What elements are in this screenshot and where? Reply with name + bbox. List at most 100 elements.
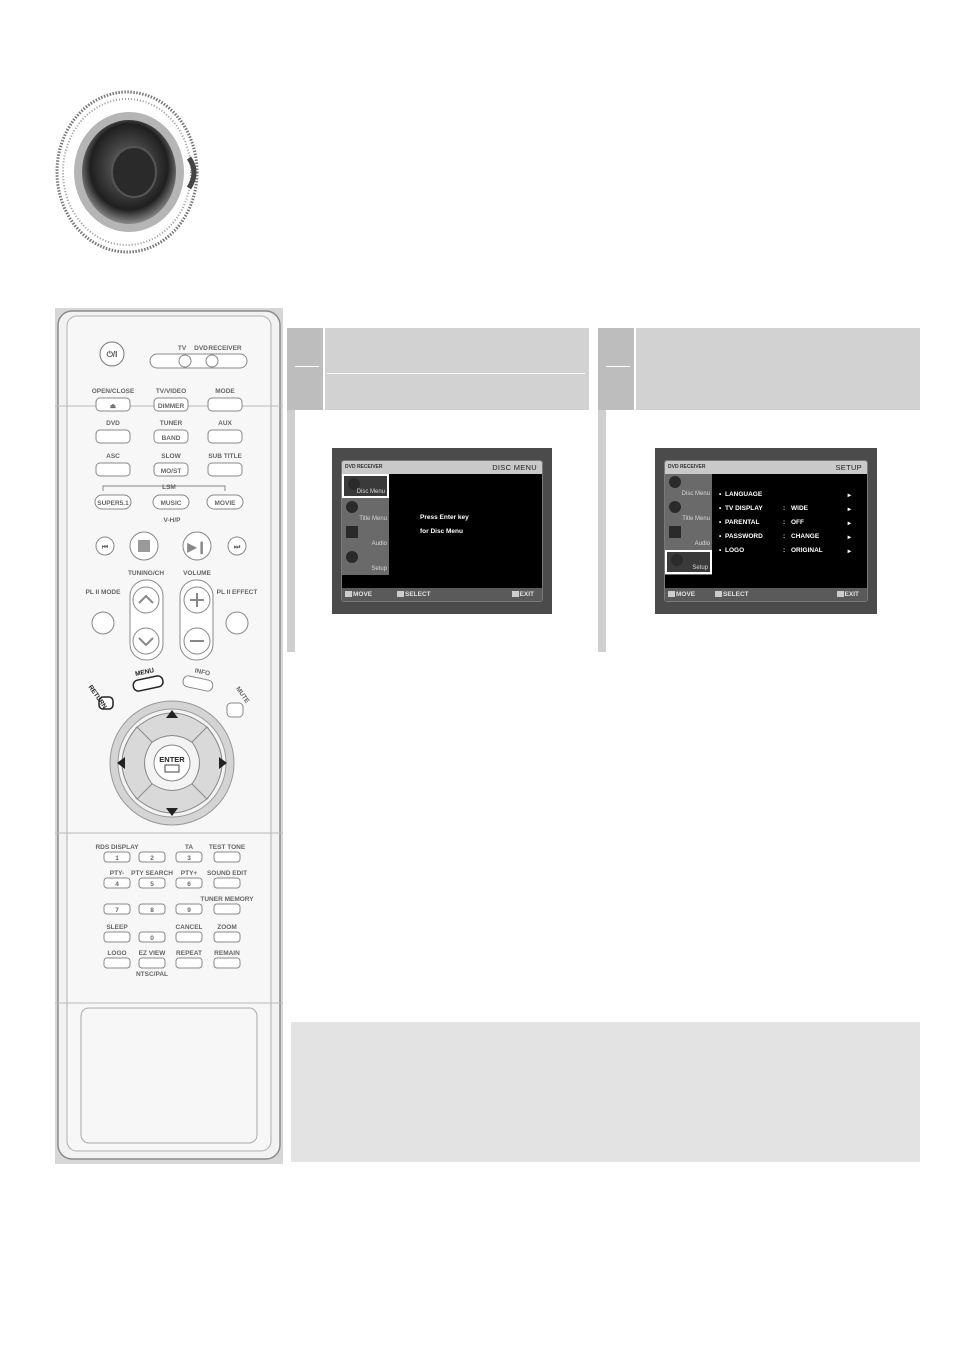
sidebar-item-setup[interactable]: Setup bbox=[665, 550, 712, 574]
sidebar-item-audio[interactable]: Audio bbox=[342, 524, 389, 548]
remote-row3-button-0[interactable]: ASC bbox=[95, 453, 131, 477]
sidebar-item-disc-menu[interactable]: Disc Menu bbox=[342, 474, 389, 498]
lsm-button-1[interactable]: MUSIC bbox=[152, 494, 190, 510]
lsm-button-0[interactable]: SUPER5.1 bbox=[94, 494, 132, 510]
svg-text:9: 9 bbox=[187, 907, 191, 914]
svg-text:6: 6 bbox=[187, 881, 191, 888]
up-arrow-icon bbox=[166, 710, 178, 718]
keypad-row4-key-3[interactable]: ZOOM bbox=[213, 924, 241, 943]
svg-text:0: 0 bbox=[150, 935, 154, 942]
directional-pad[interactable]: ENTER bbox=[109, 700, 235, 826]
svg-text:MO/ST: MO/ST bbox=[161, 468, 182, 475]
info-button[interactable]: INFO bbox=[182, 667, 214, 692]
svg-text:ZOOM: ZOOM bbox=[217, 924, 237, 931]
step-panel-right bbox=[598, 328, 920, 652]
svg-text:PTY+: PTY+ bbox=[181, 870, 198, 877]
keypad-row1-key-1[interactable]: 2 bbox=[138, 851, 166, 863]
pl-mode-label: PL II MODE bbox=[86, 589, 122, 596]
speaker-icon bbox=[669, 526, 681, 538]
svg-text:7: 7 bbox=[115, 907, 119, 914]
disc-logo bbox=[55, 90, 199, 254]
pl-mode-button[interactable] bbox=[91, 611, 115, 635]
setup-row-password[interactable]: •PASSWORD :CHANGE ▸ bbox=[719, 533, 851, 541]
svg-text:⏮: ⏮ bbox=[102, 544, 109, 551]
remote-row3-button-2[interactable]: SUB TITLE bbox=[207, 453, 243, 477]
stop-button[interactable] bbox=[129, 531, 159, 561]
keypad-row4-key-0[interactable]: SLEEP bbox=[103, 924, 131, 943]
exit-key-icon bbox=[836, 591, 844, 597]
gear-icon bbox=[671, 554, 683, 566]
keypad-row2-key-2[interactable]: PTY+ 6 bbox=[175, 870, 203, 889]
enter-label: ENTER bbox=[159, 755, 185, 764]
keypad-row3-key-0[interactable]: 7 bbox=[103, 903, 131, 915]
keypad-row5-key-1[interactable]: EZ VIEW bbox=[138, 950, 167, 969]
vhp-label: V-H/P bbox=[164, 517, 182, 524]
exit-key-icon bbox=[511, 591, 519, 597]
pl-effect-button[interactable] bbox=[225, 611, 249, 635]
step-header bbox=[598, 328, 920, 410]
sidebar-item-audio[interactable]: Audio bbox=[665, 524, 712, 548]
skip-back-button[interactable]: ⏮ bbox=[95, 536, 115, 556]
tuning-rocker[interactable] bbox=[129, 579, 164, 661]
svg-text:⏏: ⏏ bbox=[110, 403, 117, 410]
step-number-box bbox=[287, 328, 325, 410]
keypad-row4-key-2[interactable]: CANCEL bbox=[175, 924, 203, 943]
remote-row2-button-0[interactable]: DVD bbox=[95, 420, 131, 444]
speaker-icon bbox=[346, 526, 358, 538]
svg-text:REMAIN: REMAIN bbox=[214, 950, 240, 957]
play-pause-button[interactable]: ▶❙ bbox=[182, 531, 212, 561]
svg-text:PTY SEARCH: PTY SEARCH bbox=[131, 870, 173, 877]
remote-row2-button-2[interactable]: AUX bbox=[207, 420, 243, 444]
keypad-row5-key-0[interactable]: LOGO bbox=[103, 950, 131, 969]
lsm-button-2[interactable]: MOVIE bbox=[206, 494, 244, 510]
arrow-right-icon: ▸ bbox=[847, 548, 851, 555]
svg-text:RDS DISPLAY: RDS DISPLAY bbox=[95, 844, 139, 851]
setup-row-logo[interactable]: •LOGO :ORIGINAL ▸ bbox=[719, 547, 851, 555]
title-icon bbox=[669, 501, 681, 513]
keypad-row1-key-2[interactable]: TA3 bbox=[175, 844, 203, 863]
menu-button[interactable]: MENU bbox=[132, 667, 164, 692]
instruction-line-2: for Disc Menu bbox=[420, 528, 463, 535]
sidebar-item-title-menu[interactable]: Title Menu bbox=[665, 499, 712, 523]
move-key-icon bbox=[345, 591, 352, 597]
remote-row1-button-2[interactable]: MODE bbox=[207, 388, 243, 412]
svg-text:▶❙: ▶❙ bbox=[186, 540, 206, 555]
remote-row1-button-0[interactable]: OPEN/CLOSE ⏏ bbox=[92, 388, 135, 412]
svg-text:SLEEP: SLEEP bbox=[106, 924, 128, 931]
arrow-right-icon: ▸ bbox=[847, 520, 851, 527]
arrow-right-icon: ▸ bbox=[847, 534, 851, 541]
screen-footer: MOVE SELECT EXIT bbox=[342, 588, 542, 601]
keypad-row3-key-1[interactable]: 8 bbox=[138, 903, 166, 915]
keypad-row2-key-3[interactable]: SOUND EDIT bbox=[207, 870, 247, 889]
svg-text:BAND: BAND bbox=[162, 435, 181, 442]
keypad-row3-key-2[interactable]: 9 bbox=[175, 903, 203, 915]
keypad-row4-key-1[interactable]: 0 bbox=[138, 931, 166, 943]
setup-row-parental[interactable]: •PARENTAL :OFF ▸ bbox=[719, 519, 851, 527]
source-selector[interactable]: TV DVD RECEIVER bbox=[149, 345, 248, 369]
svg-text:SUB TITLE: SUB TITLE bbox=[208, 453, 242, 460]
disc-menu-screen: DVD RECEIVER DISC MENU Disc Menu Title M… bbox=[332, 448, 552, 614]
right-arrow-icon bbox=[219, 757, 227, 769]
setup-screen: DVD RECEIVER SETUP Disc Menu Title Menu … bbox=[655, 448, 877, 614]
setup-row-tv-display[interactable]: •TV DISPLAY :WIDE ▸ bbox=[719, 505, 851, 513]
sidebar-item-setup[interactable]: Setup bbox=[342, 549, 389, 573]
volume-rocker[interactable] bbox=[179, 579, 214, 661]
svg-text:DIMMER: DIMMER bbox=[158, 403, 185, 410]
keypad-row2-key-0[interactable]: PTY-4 bbox=[103, 870, 131, 889]
power-button[interactable]: ⏻/I bbox=[99, 341, 125, 367]
keypad-row1-key-3[interactable]: TEST TONE bbox=[209, 844, 246, 863]
sidebar-item-title-menu[interactable]: Title Menu bbox=[342, 499, 389, 523]
sidebar-item-disc-menu[interactable]: Disc Menu bbox=[665, 474, 712, 498]
keypad-row5-key-2[interactable]: REPEAT bbox=[175, 950, 203, 969]
skip-forward-button[interactable]: ⏭ bbox=[227, 536, 247, 556]
svg-text:OPEN/CLOSE: OPEN/CLOSE bbox=[92, 388, 135, 395]
keypad-row5-key-3[interactable]: REMAIN bbox=[213, 950, 241, 969]
ntsc-pal-label: NTSC/PAL bbox=[136, 971, 168, 978]
keypad-row3-key-3[interactable]: TUNER MEMORY bbox=[200, 896, 254, 915]
setup-row-language[interactable]: •LANGUAGE ▸ bbox=[719, 491, 851, 499]
